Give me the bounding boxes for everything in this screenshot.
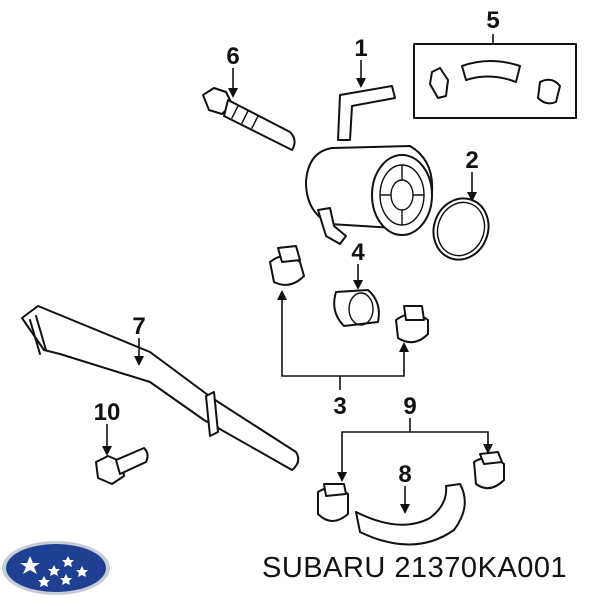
part-7-pipe bbox=[21, 305, 300, 471]
part-8-hose bbox=[355, 483, 466, 546]
callout-3: 3 bbox=[333, 393, 346, 420]
logo-stars bbox=[20, 556, 88, 587]
subaru-logo bbox=[2, 541, 110, 595]
callout-numbers: 5 6 1 2 4 7 3 9 10 8 bbox=[94, 7, 500, 488]
callout-8: 8 bbox=[398, 461, 411, 488]
logo-star bbox=[38, 576, 50, 587]
part-1-oil-cooler bbox=[305, 85, 434, 245]
leader-lines bbox=[102, 34, 494, 514]
callout-6: 6 bbox=[226, 43, 239, 70]
part-6-bolt bbox=[202, 87, 296, 151]
callout-9: 9 bbox=[403, 393, 416, 420]
part-3-clamps bbox=[269, 245, 429, 344]
part-4-hose bbox=[333, 289, 380, 327]
logo-big-star bbox=[20, 556, 40, 574]
callout-7: 7 bbox=[132, 313, 145, 340]
callout-5: 5 bbox=[486, 7, 499, 34]
caption-brand: SUBARU bbox=[262, 552, 386, 584]
logo-star bbox=[76, 566, 88, 577]
part-9-clamps bbox=[317, 451, 505, 522]
logo-star bbox=[62, 556, 74, 567]
callout-4: 4 bbox=[351, 239, 365, 266]
part-caption: SUBARU 21370KA001 bbox=[262, 552, 592, 592]
part-2-o-ring bbox=[432, 197, 490, 261]
part-10-bolt bbox=[95, 447, 149, 485]
callout-2: 2 bbox=[465, 147, 478, 174]
logo-star bbox=[60, 574, 72, 585]
callout-10: 10 bbox=[94, 399, 121, 426]
part-5-kit bbox=[413, 43, 577, 119]
caption-part-number: 21370KA001 bbox=[394, 552, 568, 584]
logo-star bbox=[48, 565, 60, 576]
callout-1: 1 bbox=[354, 35, 367, 62]
